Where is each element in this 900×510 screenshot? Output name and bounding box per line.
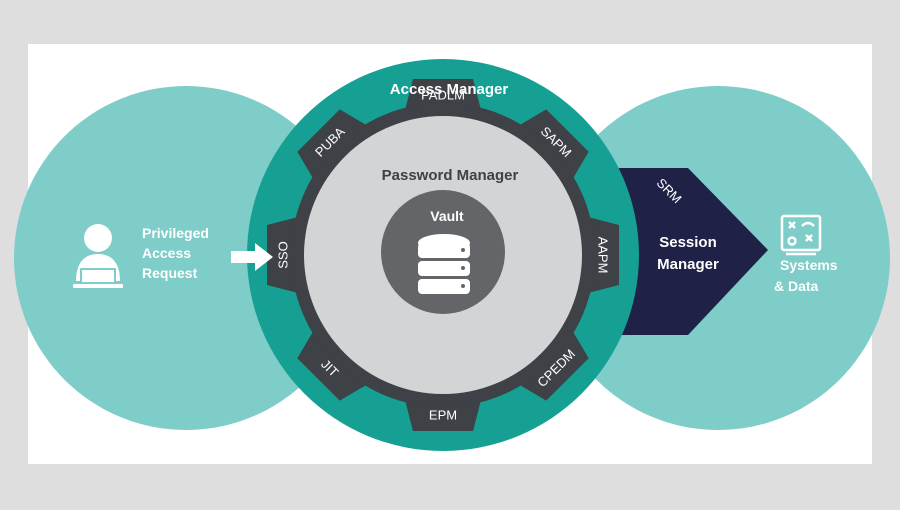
gear-label-epm: EPM bbox=[429, 408, 457, 423]
gear-tooth-epm bbox=[405, 400, 481, 431]
gear-label-padlm: PADLM bbox=[421, 88, 465, 103]
user-laptop-icon bbox=[73, 224, 123, 288]
access-manager-label: Access Manager bbox=[390, 81, 509, 98]
strategy-board-icon bbox=[780, 214, 822, 256]
gear-label-aapm: AAPM bbox=[596, 237, 611, 274]
privileged-label-line3: Request bbox=[142, 265, 198, 281]
privileged-label-line1: Privileged bbox=[142, 225, 209, 241]
gear-teeth bbox=[267, 79, 619, 431]
session-manager-line2: Manager bbox=[657, 256, 719, 273]
systems-data-line1: Systems bbox=[780, 257, 838, 273]
vault-label: Vault bbox=[430, 208, 464, 224]
gear-tooth-cpedm bbox=[518, 330, 589, 401]
database-icon bbox=[418, 234, 470, 294]
gear-tooth-padlm bbox=[405, 79, 481, 110]
privileged-label-line2: Access bbox=[142, 245, 191, 261]
password-manager-label: Password Manager bbox=[382, 167, 519, 184]
gear-tooth-sso bbox=[267, 217, 298, 293]
gear-label-sso: SSO bbox=[276, 241, 291, 268]
systems-data-line2: & Data bbox=[774, 278, 819, 294]
arrow-right-icon bbox=[231, 243, 273, 271]
gear-tooth-aapm bbox=[588, 217, 619, 293]
gear-tooth-puba bbox=[297, 109, 368, 180]
gear-tooth-sapm bbox=[518, 109, 589, 180]
gear-tooth-jit bbox=[297, 330, 368, 401]
session-manager-line1: Session bbox=[659, 234, 717, 251]
